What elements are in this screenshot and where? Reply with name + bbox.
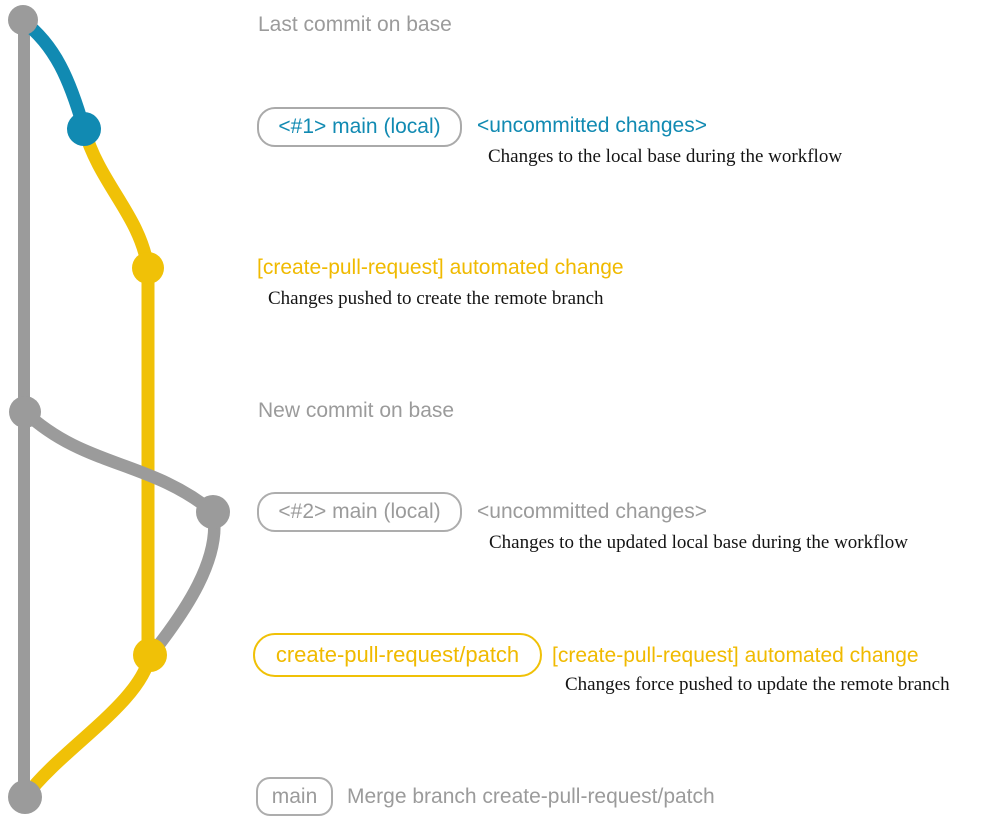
commit-dot-last-base (8, 5, 38, 35)
branch-badge-main-local-1: <#1> main (local) (257, 107, 462, 147)
commit-dot-patch-1 (132, 252, 164, 284)
branch-badge-main-label: main (271, 784, 318, 808)
branch-badge-main-local-2-label: <#2> main (local) (278, 500, 441, 523)
commit-dot-patch-2 (133, 638, 167, 672)
branch-badge-main-local-1-label: <#1> main (local) (278, 115, 441, 138)
patch-branch-line (77, 122, 155, 662)
commit-message-merge: Merge branch create-pull-request/patch (347, 785, 715, 808)
base-update-curve-1 (18, 405, 220, 519)
desc-force-pushed-remote: Changes force pushed to update the remot… (565, 674, 950, 695)
desc-updated-local-base-changes: Changes to the updated local base during… (489, 532, 908, 553)
branch-badge-main: main (256, 777, 333, 816)
local-main-branch-curve (16, 14, 91, 136)
commit-dot-local-main-2 (196, 495, 230, 529)
desc-pushed-create-remote: Changes pushed to create the remote bran… (268, 288, 604, 309)
commit-message-automated-change-1: [create-pull-request] automated change (257, 256, 624, 279)
commit-message-automated-change-2: [create-pull-request] automated change (552, 644, 919, 667)
commit-dot-local-main-1 (67, 112, 101, 146)
branch-badge-main-local-2: <#2> main (local) (257, 492, 462, 532)
tag-uncommitted-changes-1: <uncommitted changes> (477, 114, 707, 137)
branch-badge-patch: create-pull-request/patch (253, 633, 542, 677)
git-graph (8, 5, 230, 814)
caption-new-commit-on-base: New commit on base (258, 399, 455, 422)
commit-dot-merge (8, 780, 42, 814)
commit-dot-new-base (9, 396, 41, 428)
desc-local-base-changes: Changes to the local base during the wor… (488, 146, 843, 167)
patch-merge-curve (19, 648, 157, 803)
tag-uncommitted-changes-2: <uncommitted changes> (477, 500, 707, 523)
branch-badge-patch-label: create-pull-request/patch (275, 642, 520, 667)
base-update-curve-2 (144, 505, 221, 662)
caption-last-commit-on-base: Last commit on base (258, 13, 452, 36)
